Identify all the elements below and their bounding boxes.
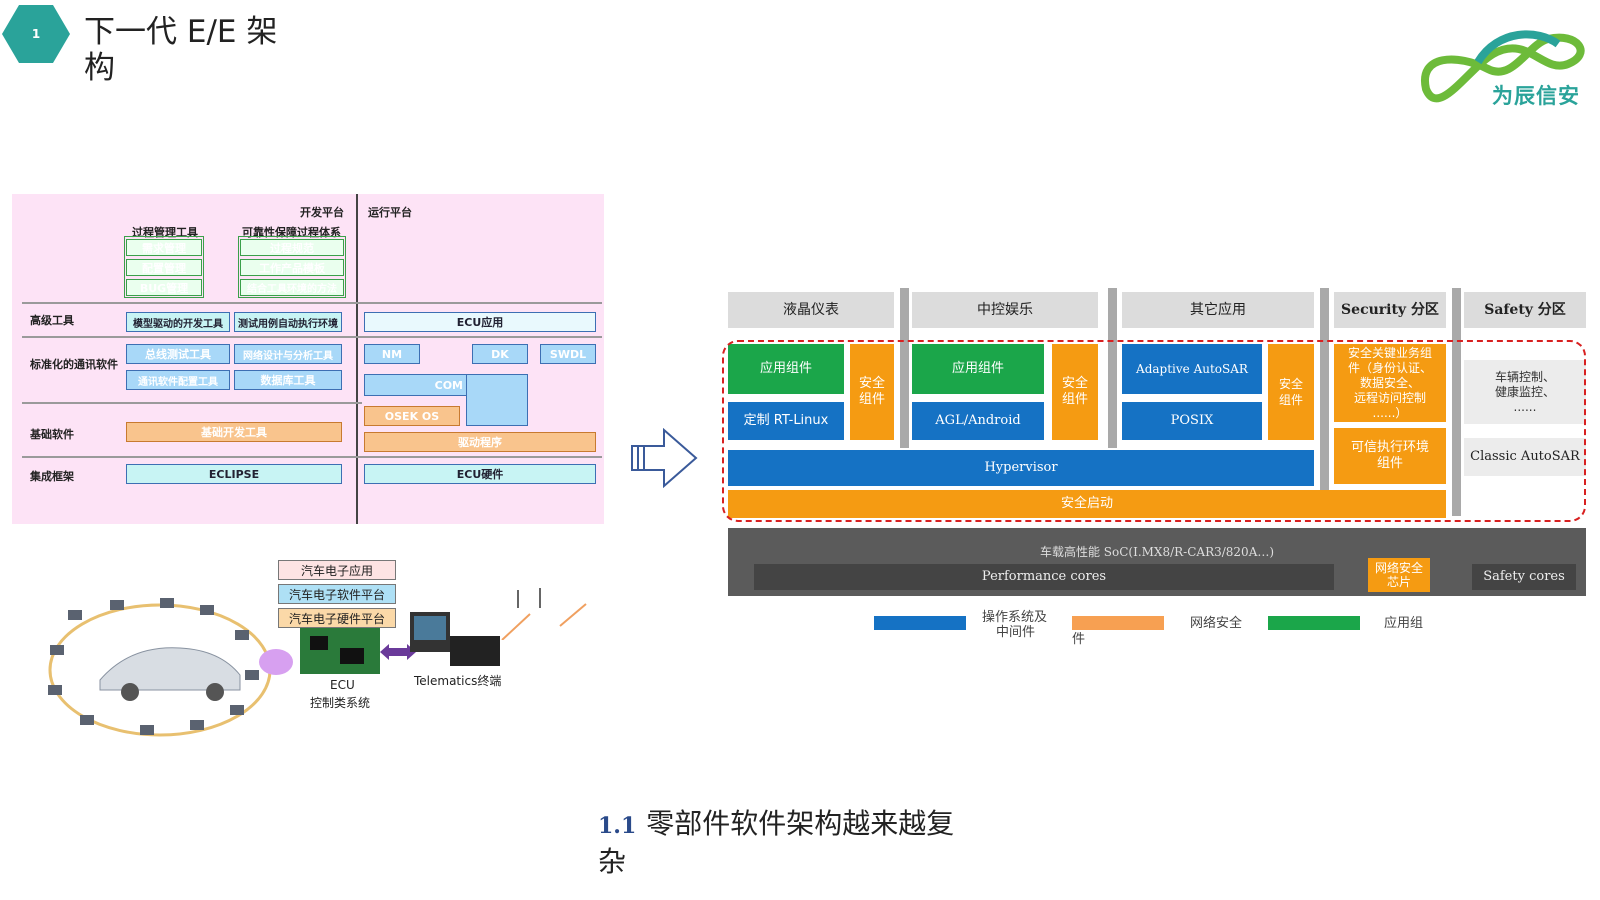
legend-swatch-os: [874, 616, 966, 630]
divider-4: [1452, 288, 1461, 516]
stack-software-platform: 汽车电子软件平台: [278, 584, 396, 604]
bug-mgmt-box: BUG管理: [126, 279, 202, 296]
toolchain-diagram: 开发平台 运行平台 过程管理工具 可靠性保障过程体系 需求管理 配置管理 BUG…: [12, 194, 604, 524]
process-norm-box: 过程规范: [240, 239, 344, 256]
model-dev-box: 模型驱动的开发工具: [126, 312, 230, 332]
network-cloud-icon: [259, 649, 293, 675]
double-arrow-icon: [380, 644, 416, 660]
logo-text: 为辰信安: [1492, 84, 1580, 108]
col-header-cluster: 液晶仪表: [728, 292, 894, 328]
stack-auto-app: 汽车电子应用: [278, 560, 396, 580]
title-line-1: 下一代 E/E 架: [84, 14, 278, 50]
legend-swatch-app: [1268, 616, 1360, 630]
legend-fragment: 件: [1072, 632, 1086, 647]
row-advanced-label: 高级工具: [30, 314, 74, 327]
row-line-3: [22, 402, 362, 404]
divider-3: [1320, 288, 1329, 516]
caption-line-2: 杂: [598, 845, 627, 878]
caption-line-1: 零部件软件架构越来越复: [646, 807, 955, 840]
base-dev-box: 基础开发工具: [126, 422, 342, 442]
software-boundary-dashed: [722, 340, 1586, 522]
row-line-1: [22, 302, 602, 304]
col-header-other-apps: 其它应用: [1122, 292, 1314, 328]
company-logo: [1420, 30, 1585, 103]
cluster-app-component: 应用组件: [728, 344, 844, 394]
driver-box: 驱动程序: [364, 432, 596, 452]
vehicle-control-health-monitor: 车辆控制、 健康监控、 ......: [1464, 360, 1586, 424]
slide-caption: 1.1 零部件软件架构越来越复 杂: [598, 806, 988, 880]
legend-security: 网络安全: [1190, 616, 1243, 631]
row-base-label: 基础软件: [30, 428, 74, 441]
posix-layer: POSIX: [1122, 402, 1262, 440]
db-tool-box: 数据库工具: [234, 370, 342, 390]
telematics-label: Telematics终端: [414, 674, 502, 688]
platform-divider: [356, 194, 358, 524]
infotainment-app-component: 应用组件: [912, 344, 1044, 394]
process-tools-frame: [124, 236, 204, 298]
col-header-safety: Safety 分区: [1464, 292, 1586, 328]
net-design-box: 网络设计与分析工具: [234, 344, 342, 364]
agl-android-os: AGL/Android: [912, 402, 1044, 440]
legend-app: 应用组: [1384, 616, 1424, 631]
com-extension: [466, 374, 528, 426]
slide-number: 1: [31, 27, 41, 41]
secure-boot-layer: 安全启动: [728, 490, 1446, 518]
legend-os-line2: 中间件: [996, 625, 1036, 640]
row-comm-label: 标准化的通讯软件: [30, 358, 118, 371]
osek-box: OSEK OS: [364, 406, 460, 426]
rt-linux-os: 定制 RT-Linux: [728, 402, 844, 440]
eclipse-box: ECLIPSE: [126, 464, 342, 484]
bus-test-box: 总线测试工具: [126, 344, 230, 364]
performance-cores: Performance cores: [754, 564, 1334, 590]
security-chip: 网络安全 芯片: [1368, 558, 1430, 592]
col-header-infotainment: 中控娱乐: [912, 292, 1098, 328]
req-mgmt-box: 需求管理: [126, 239, 202, 256]
infotainment-security-component: 安全 组件: [1052, 344, 1098, 440]
run-platform-label: 运行平台: [368, 206, 412, 219]
hypervisor-layer: Hypervisor: [728, 450, 1314, 486]
divider-2: [1108, 288, 1117, 448]
control-system-label: 控制类系统: [310, 696, 371, 710]
legend-os-line1: 操作系统及: [982, 610, 1048, 625]
tee-component: 可信执行环境 组件: [1334, 428, 1446, 484]
dev-platform-label: 开发平台: [300, 206, 344, 219]
nm-box: NM: [364, 344, 420, 364]
tool-env-box: 结合工具环境的方法: [240, 279, 344, 296]
caption-number: 1.1: [598, 813, 637, 839]
stack-hardware-platform: 汽车电子硬件平台: [278, 608, 396, 628]
divider-1: [900, 288, 909, 448]
comm-config-box: 通讯软件配置工具: [126, 370, 230, 390]
vehicle-ecu-network-illustration: [48, 598, 272, 737]
reliability-label: 可靠性保障过程体系: [242, 226, 341, 239]
row-line-2: [22, 336, 602, 338]
row-frame-label: 集成框架: [30, 470, 74, 483]
other-apps-security-component: 安全 组件: [1268, 344, 1314, 440]
test-env-box: 测试用例自动执行环境: [234, 312, 342, 332]
telematics-device-image: [410, 612, 500, 666]
cluster-security-component: 安全 组件: [850, 344, 894, 440]
work-template-box: 工作产品模板: [240, 259, 344, 276]
slide-title: 下一代 E/E 架 构: [84, 14, 284, 86]
ecu-hw-box: ECU硬件: [364, 464, 596, 484]
title-line-2: 构: [84, 50, 115, 86]
col-header-security: Security 分区: [1334, 292, 1446, 328]
ecu-app-box: ECU应用: [364, 312, 596, 332]
process-tools-label: 过程管理工具: [132, 226, 198, 239]
reliability-frame: [238, 236, 346, 298]
right-arrow-icon: [631, 428, 698, 488]
security-critical-components: 安全关键业务组 件（身份认证、 数据安全、 远程访问控制 ......）: [1334, 344, 1446, 422]
legend-swatch-security: [1072, 616, 1164, 630]
swdl-box: SWDL: [540, 344, 596, 364]
row-line-4: [22, 456, 602, 458]
satellite-signal-icon: [501, 588, 587, 640]
config-mgmt-box: 配置管理: [126, 259, 202, 276]
safety-cores: Safety cores: [1472, 564, 1576, 590]
dk-box: DK: [472, 344, 528, 364]
com-box: COM: [364, 374, 468, 396]
ecu-label: ECU: [330, 678, 355, 692]
adaptive-autosar: Adaptive AutoSAR: [1122, 344, 1262, 394]
ecu-board-image: [300, 628, 380, 674]
classic-autosar: Classic AutoSAR: [1464, 438, 1586, 476]
slide-number-badge: 1: [2, 5, 70, 63]
